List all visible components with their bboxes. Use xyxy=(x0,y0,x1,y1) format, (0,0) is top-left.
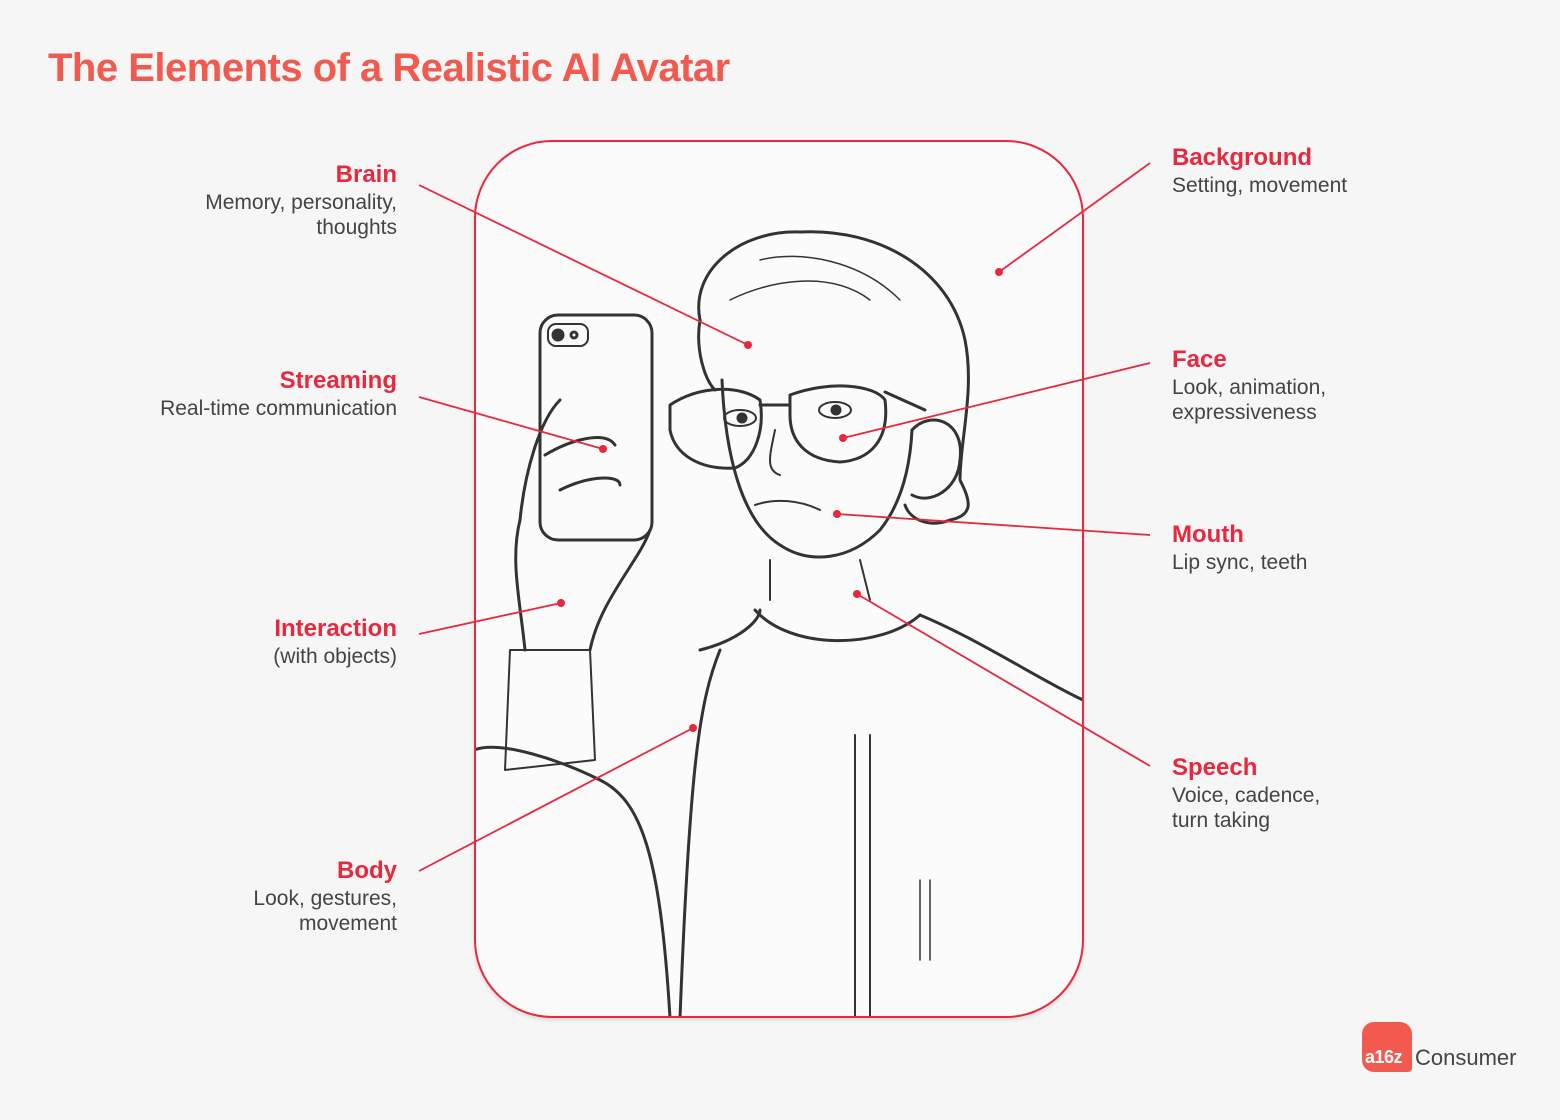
label-mouth-name: Mouth xyxy=(1172,521,1244,548)
label-background: Background Setting, movement xyxy=(1172,143,1472,198)
label-brain: Brain Memory, personality, thoughts xyxy=(97,160,397,240)
label-body-name: Body xyxy=(337,857,397,884)
label-interaction-name: Interaction xyxy=(274,615,397,642)
label-speech: Speech Voice, cadence, turn taking xyxy=(1172,753,1472,833)
label-face-desc: Look, animation, expressiveness xyxy=(1172,376,1327,424)
label-mouth: Mouth Lip sync, teeth xyxy=(1172,520,1472,575)
logo-mark-text: a16z xyxy=(1365,1047,1403,1067)
label-background-name: Background xyxy=(1172,144,1313,171)
label-speech-desc: Voice, cadence, turn taking xyxy=(1172,784,1321,832)
logo-text: Consumer xyxy=(1415,1045,1517,1070)
label-brain-name: Brain xyxy=(335,161,397,188)
label-interaction: Interaction (with objects) xyxy=(97,614,397,669)
label-brain-desc: Memory, personality, thoughts xyxy=(205,191,397,239)
avatar-illustration-frame xyxy=(474,140,1084,1018)
label-body: Body Look, gestures, movement xyxy=(97,856,397,936)
label-interaction-desc: (with objects) xyxy=(273,645,397,668)
page-title: The Elements of a Realistic AI Avatar xyxy=(48,46,730,90)
label-streaming-name: Streaming xyxy=(279,367,397,394)
label-background-desc: Setting, movement xyxy=(1172,174,1348,197)
label-mouth-desc: Lip sync, teeth xyxy=(1172,551,1308,574)
label-streaming: Streaming Real-time communication xyxy=(97,366,397,421)
a16z-consumer-logo: a16z Consumer xyxy=(1362,1022,1516,1072)
label-speech-name: Speech xyxy=(1172,754,1258,781)
a16z-logo-mark: a16z xyxy=(1362,1022,1412,1072)
label-face: Face Look, animation, expressiveness xyxy=(1172,345,1472,425)
avatar-sketch xyxy=(476,230,1082,1016)
label-body-desc: Look, gestures, movement xyxy=(253,887,397,935)
label-face-name: Face xyxy=(1172,346,1227,373)
label-streaming-desc: Real-time communication xyxy=(160,397,397,420)
